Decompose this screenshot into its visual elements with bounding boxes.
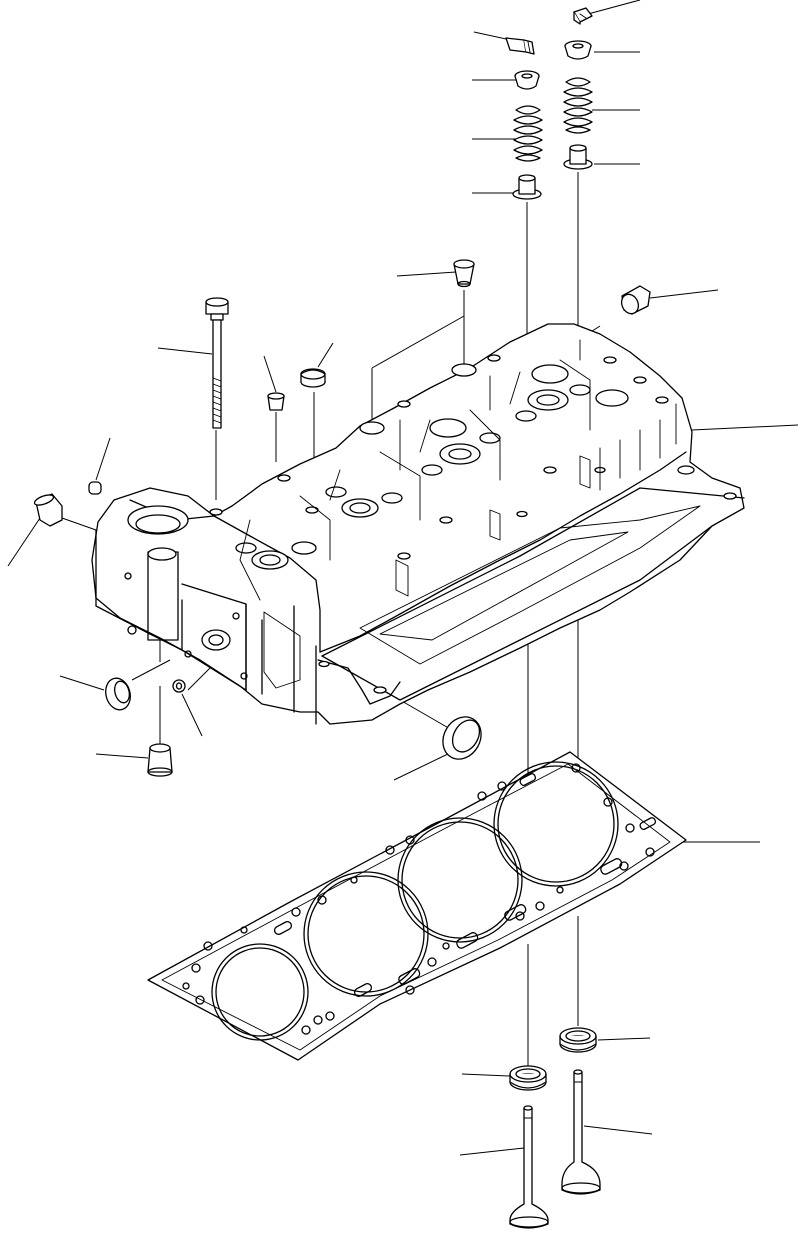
expansion-plug-icon (105, 677, 131, 711)
o-ring-icon (172, 679, 186, 693)
collet-icon (573, 7, 593, 25)
plug-icon (267, 392, 285, 411)
bolt-icon (205, 297, 229, 429)
expansion-plug-icon (300, 368, 326, 388)
collet-icon (505, 37, 535, 55)
cylinder-head-icon (91, 323, 745, 725)
retainer-icon (514, 70, 540, 90)
valve-icon (561, 1069, 601, 1195)
gasket-icon (147, 751, 687, 1061)
spring-icon (563, 77, 593, 134)
valve-seat-icon (509, 1065, 547, 1091)
valve-icon (509, 1105, 549, 1229)
stem-seal-icon (563, 144, 593, 170)
spring-icon (513, 105, 543, 162)
valve-seat-icon (559, 1027, 597, 1053)
plug-icon (453, 259, 475, 288)
expansion-plug-icon (442, 716, 482, 760)
retainer-icon (564, 40, 592, 60)
pin-icon (88, 481, 102, 495)
plug-icon (147, 743, 173, 777)
stem-seal-icon (512, 174, 542, 200)
plug-icon (620, 285, 651, 315)
plug-icon (33, 493, 63, 527)
